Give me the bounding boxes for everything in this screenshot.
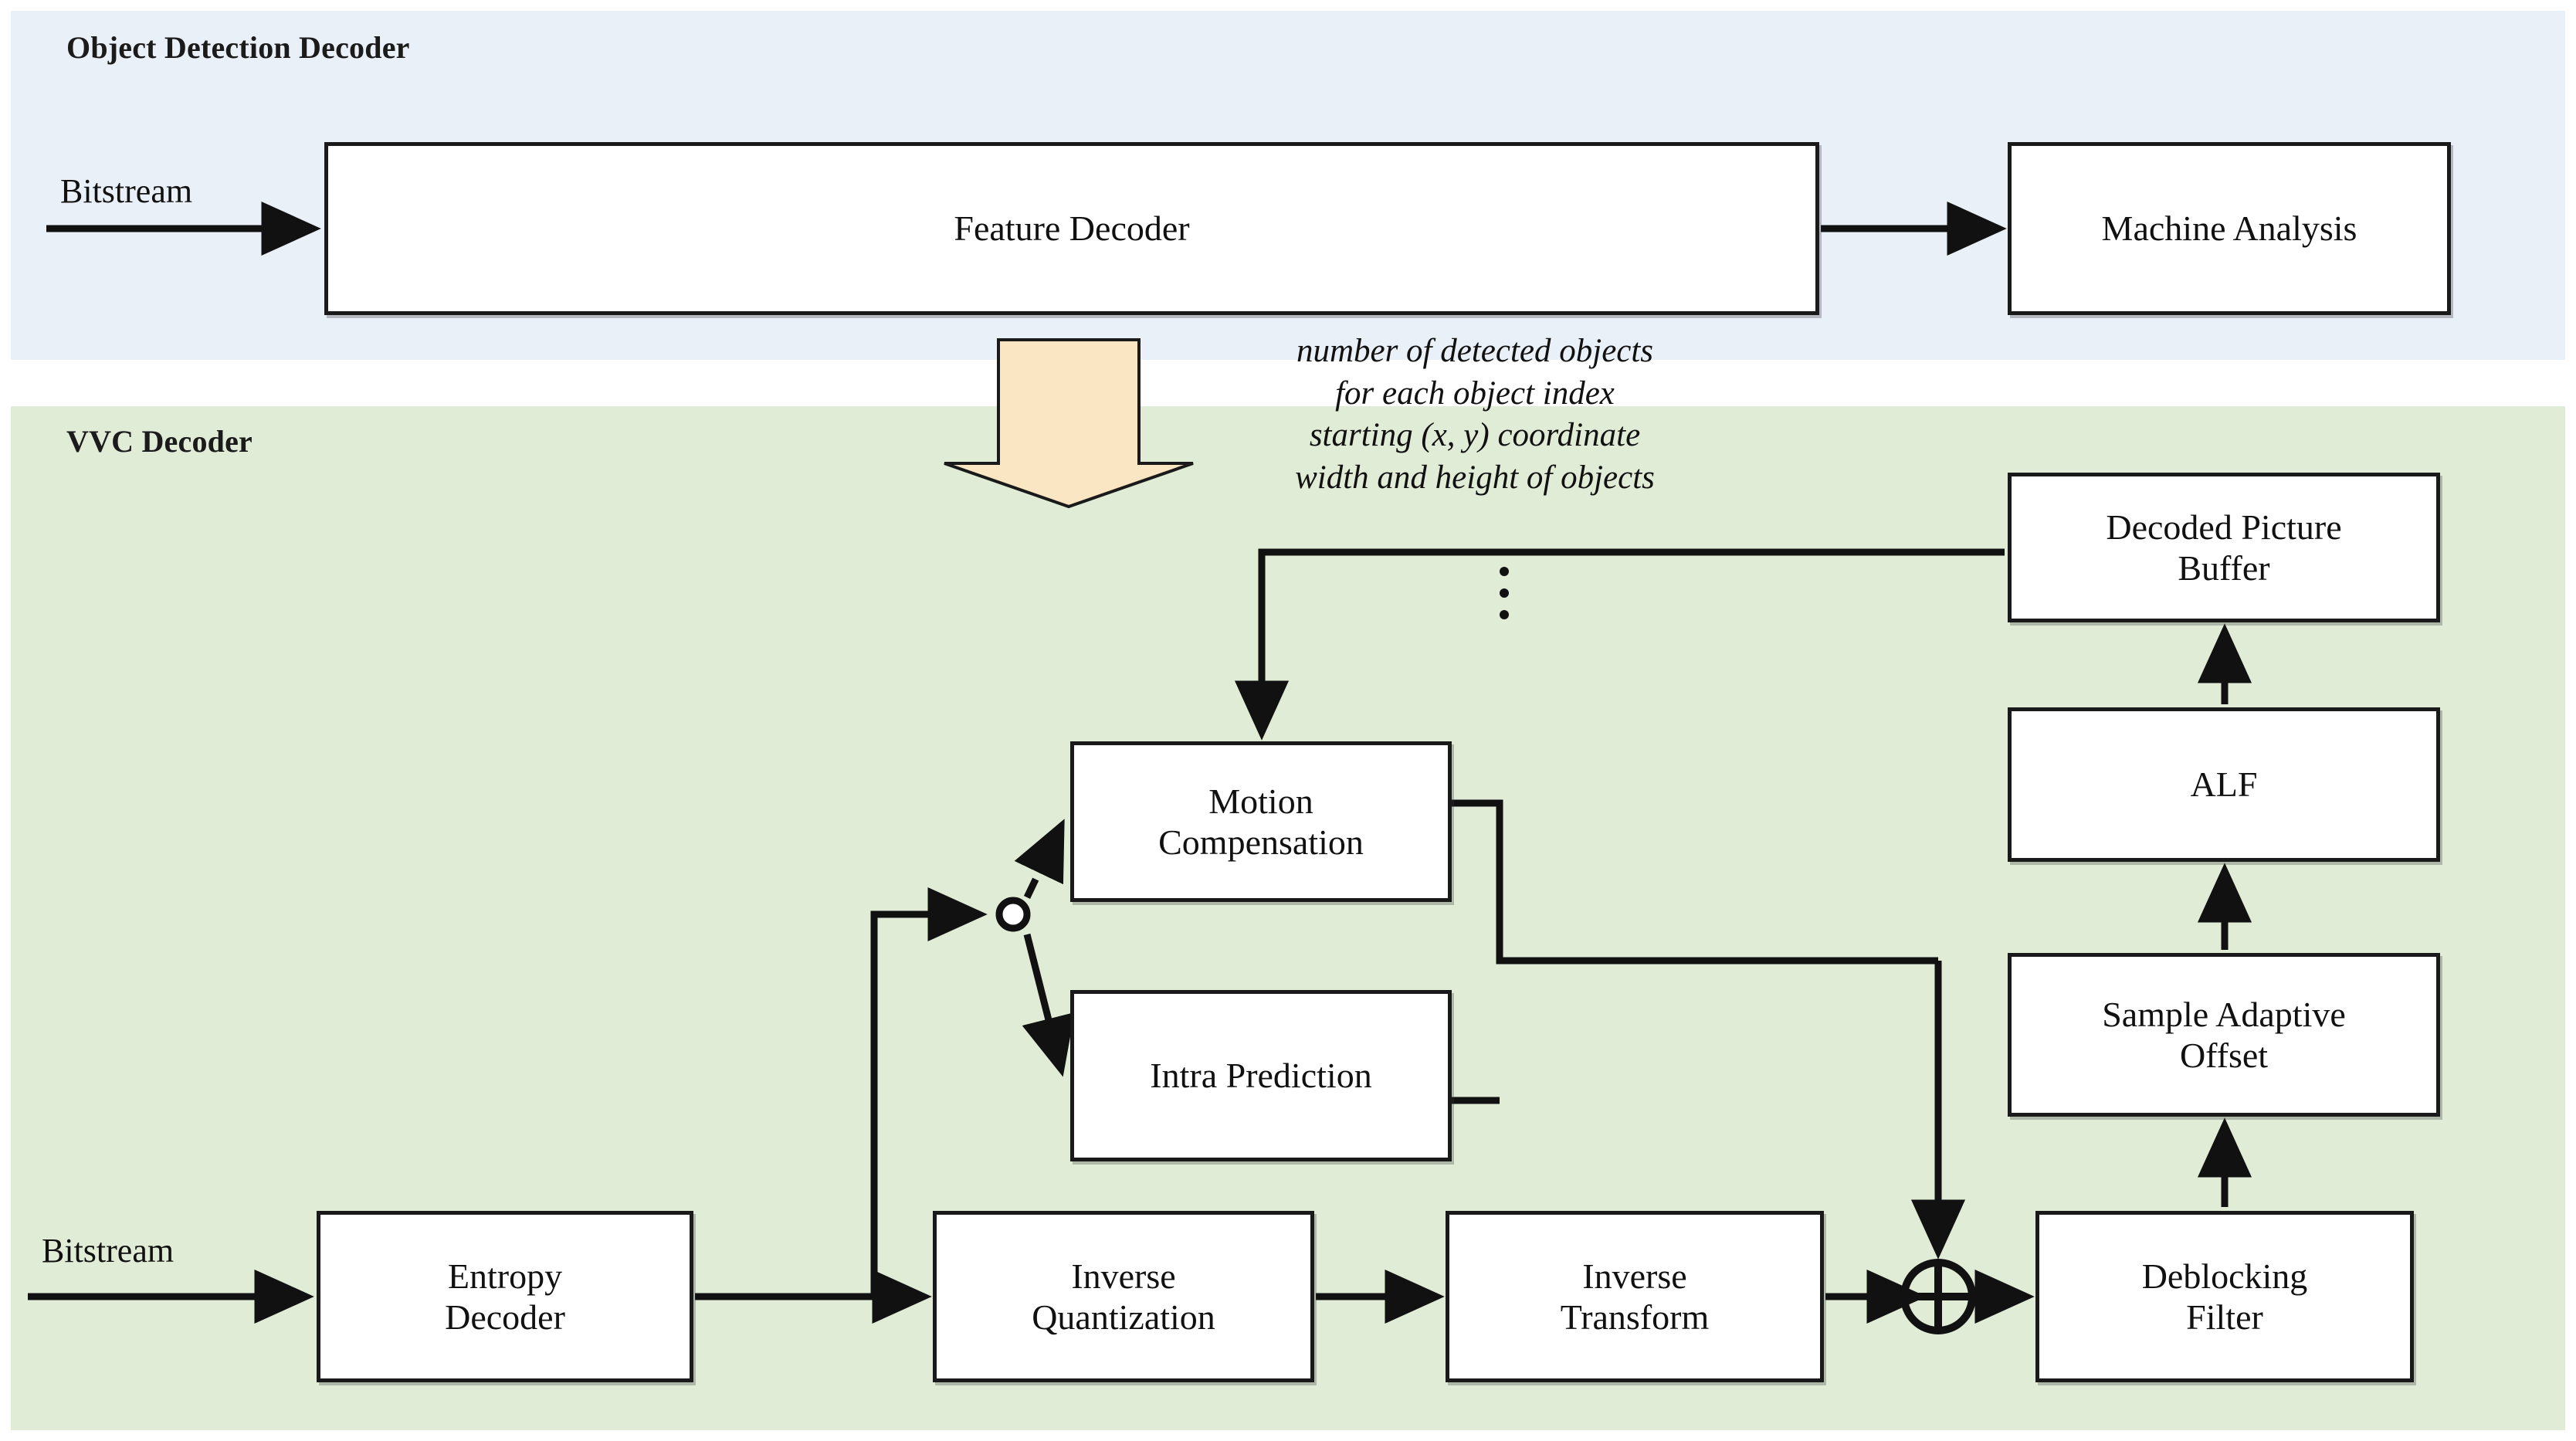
block-inverse-transform[interactable]: Inverse Transform: [1446, 1211, 1824, 1382]
block-feature-decoder[interactable]: Feature Decoder: [324, 142, 1819, 315]
block-intra-prediction[interactable]: Intra Prediction: [1070, 990, 1452, 1161]
block-decoded-picture-buffer-label-line1: Decoded Picture: [2106, 507, 2342, 547]
block-inverse-quantization-label-line1: Inverse: [1071, 1256, 1176, 1296]
block-inverse-quantization-label-line2: Quantization: [1032, 1297, 1215, 1337]
panel-title-object-detection-decoder: Object Detection Decoder: [66, 30, 410, 65]
label-bitstream-bottom: Bitstream: [42, 1232, 175, 1270]
block-deblocking-filter-label-line1: Deblocking: [2141, 1256, 2308, 1296]
block-motion-compensation-label-line2: Compensation: [1158, 822, 1364, 862]
block-entropy-decoder-label-line1: Entropy: [447, 1256, 563, 1296]
block-decoded-picture-buffer[interactable]: Decoded Picture Buffer: [2008, 473, 2440, 622]
annotation-line-1: number of detected objects: [1296, 333, 1654, 369]
block-motion-compensation-label-line1: Motion: [1208, 781, 1313, 821]
block-decoded-picture-buffer-label-line2: Buffer: [2178, 548, 2270, 588]
block-entropy-decoder[interactable]: Entropy Decoder: [317, 1211, 693, 1382]
block-deblocking-filter[interactable]: Deblocking Filter: [2035, 1211, 2414, 1382]
block-intra-prediction-label: Intra Prediction: [1150, 1056, 1372, 1096]
annotation-line-2: for each object index: [1335, 375, 1615, 412]
panel-title-vvc-decoder: VVC Decoder: [66, 424, 253, 459]
block-alf[interactable]: ALF: [2008, 707, 2440, 862]
annotation-line-4: width and height of objects: [1295, 459, 1655, 496]
block-alf-label: ALF: [2190, 765, 2258, 805]
block-motion-compensation[interactable]: Motion Compensation: [1070, 741, 1452, 902]
block-sample-adaptive-offset-label-line2: Offset: [2179, 1036, 2269, 1075]
annotation-detected-object-metadata: number of detected objects for each obje…: [1189, 331, 1761, 499]
block-machine-analysis-label: Machine Analysis: [2101, 209, 2357, 249]
block-feature-decoder-label: Feature Decoder: [954, 209, 1190, 249]
block-deblocking-filter-label-line2: Filter: [2186, 1297, 2263, 1337]
block-inverse-transform-label-line1: Inverse: [1582, 1256, 1687, 1296]
label-bitstream-top: Bitstream: [60, 172, 193, 210]
block-machine-analysis[interactable]: Machine Analysis: [2008, 142, 2451, 315]
annotation-line-3: starting (x, y) coordinate: [1309, 417, 1641, 454]
block-sample-adaptive-offset-label-line1: Sample Adaptive: [2102, 994, 2346, 1034]
block-inverse-quantization[interactable]: Inverse Quantization: [933, 1211, 1314, 1382]
block-entropy-decoder-label-line2: Decoder: [445, 1297, 565, 1337]
block-inverse-transform-label-line2: Transform: [1560, 1297, 1710, 1337]
block-sample-adaptive-offset[interactable]: Sample Adaptive Offset: [2008, 953, 2440, 1117]
